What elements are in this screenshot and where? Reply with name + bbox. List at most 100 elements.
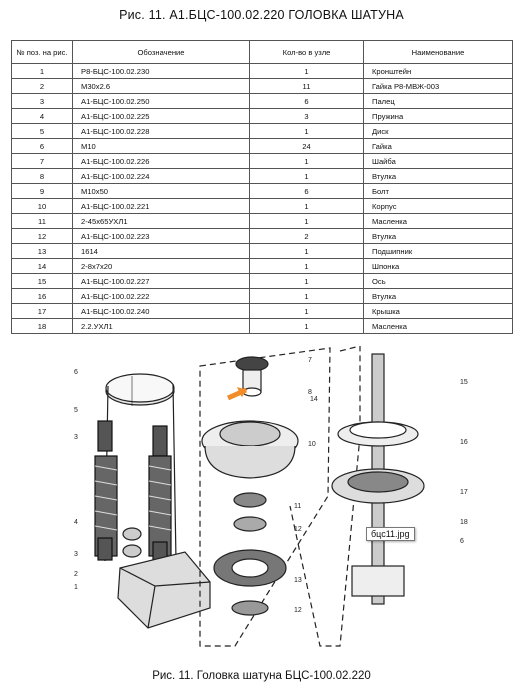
callout-number: 17 xyxy=(460,489,468,496)
quantity-cell: 6 xyxy=(249,93,364,109)
quantity-cell: 11 xyxy=(249,78,364,94)
axis-assembly xyxy=(289,346,425,647)
table-header-row: № поз. на рис. Обозначение Кол-во в узле… xyxy=(11,40,513,64)
figure-caption: Рис. 11. Головка шатуна БЦС-100.02.220 xyxy=(152,670,371,682)
callout-number: 3 xyxy=(74,551,78,558)
figure-title: Рис. 11. А1.БЦС-100.02.220 ГОЛОВКА ШАТУН… xyxy=(119,8,404,22)
callout-number: 16 xyxy=(460,439,468,446)
name-cell: Ось xyxy=(363,273,513,289)
position-cell: 8 xyxy=(11,168,73,184)
quantity-cell: 24 xyxy=(249,138,364,154)
name-cell: Болт xyxy=(363,183,513,199)
name-cell: Гайка xyxy=(363,138,513,154)
quantity-cell: 1 xyxy=(249,213,364,229)
position-cell: 11 xyxy=(11,213,73,229)
quantity-cell: 1 xyxy=(249,63,364,79)
designation-cell: 2-8х7х20 xyxy=(72,258,250,274)
callout-number: 6 xyxy=(74,369,78,376)
designation-cell: М10 xyxy=(72,138,250,154)
position-cell: 15 xyxy=(11,273,73,289)
name-cell: Шпонка xyxy=(363,258,513,274)
header-name: Наименование xyxy=(363,40,513,64)
position-cell: 1 xyxy=(11,63,73,79)
header-quantity: Кол-во в узле xyxy=(249,40,364,64)
designation-cell: А1-БЦС-100.02.221 xyxy=(72,198,250,214)
designation-cell: А1-БЦС-100.02.250 xyxy=(72,93,250,109)
position-cell: 3 xyxy=(11,93,73,109)
callout-number: 15 xyxy=(460,379,468,386)
position-cell: 13 xyxy=(11,243,73,259)
name-cell: Кронштейн xyxy=(363,63,513,79)
position-cell: 16 xyxy=(11,288,73,304)
position-cell: 18 xyxy=(11,318,73,334)
position-cell: 2 xyxy=(11,78,73,94)
designation-cell: А1-БЦС-100.02.222 xyxy=(72,288,250,304)
callout-number: 2 xyxy=(74,571,78,578)
designation-cell: А1-БЦС-100.02.240 xyxy=(72,303,250,319)
position-cell: 17 xyxy=(11,303,73,319)
designation-cell: А1-БЦС-100.02.225 xyxy=(72,108,250,124)
header-designation: Обозначение xyxy=(72,40,250,64)
quantity-cell: 1 xyxy=(249,288,364,304)
name-cell: Диск xyxy=(363,123,513,139)
bracket-assembly xyxy=(94,373,211,629)
parts-table: № поз. на рис. Обозначение Кол-во в узле… xyxy=(11,40,513,334)
designation-cell: А1-БЦС-100.02.228 xyxy=(72,123,250,139)
name-cell: Втулка xyxy=(363,288,513,304)
callout-number: 8 xyxy=(308,389,312,396)
name-cell: Шайба xyxy=(363,153,513,169)
designation-cell: М10х50 xyxy=(72,183,250,199)
housing-assembly xyxy=(201,356,299,616)
quantity-cell: 1 xyxy=(249,318,364,334)
name-cell: Втулка xyxy=(363,228,513,244)
name-cell: Масленка xyxy=(363,318,513,334)
name-cell: Корпус xyxy=(363,198,513,214)
designation-cell: 2-45х65УХЛ1 xyxy=(72,213,250,229)
callout-number: 4 xyxy=(74,519,78,526)
position-cell: 6 xyxy=(11,138,73,154)
designation-cell: 1614 xyxy=(72,243,250,259)
quantity-cell: 6 xyxy=(249,183,364,199)
name-cell: Палец xyxy=(363,93,513,109)
name-cell: Крышка xyxy=(363,303,513,319)
header-position: № поз. на рис. xyxy=(11,40,73,64)
callout-number: 12 xyxy=(294,607,302,614)
position-cell: 5 xyxy=(11,123,73,139)
callout-number: 6 xyxy=(460,538,464,545)
quantity-cell: 1 xyxy=(249,153,364,169)
quantity-cell: 1 xyxy=(249,123,364,139)
position-cell: 9 xyxy=(11,183,73,199)
position-cell: 10 xyxy=(11,198,73,214)
quantity-cell: 2 xyxy=(249,228,364,244)
name-cell: Пружина xyxy=(363,108,513,124)
designation-cell: 2.2.УХЛ1 xyxy=(72,318,250,334)
position-cell: 4 xyxy=(11,108,73,124)
designation-cell: А1-БЦС-100.02.226 xyxy=(72,153,250,169)
name-cell: Подшипник xyxy=(363,243,513,259)
position-cell: 12 xyxy=(11,228,73,244)
designation-cell: А1-БЦС-100.02.227 xyxy=(72,273,250,289)
quantity-cell: 1 xyxy=(249,198,364,214)
designation-cell: А1-БЦС-100.02.223 xyxy=(72,228,250,244)
callout-number: 12 xyxy=(294,526,302,533)
file-tooltip: бцс11.jpg xyxy=(366,527,415,541)
designation-cell: М30х2.6 xyxy=(72,78,250,94)
callout-number: 1 xyxy=(74,584,78,591)
